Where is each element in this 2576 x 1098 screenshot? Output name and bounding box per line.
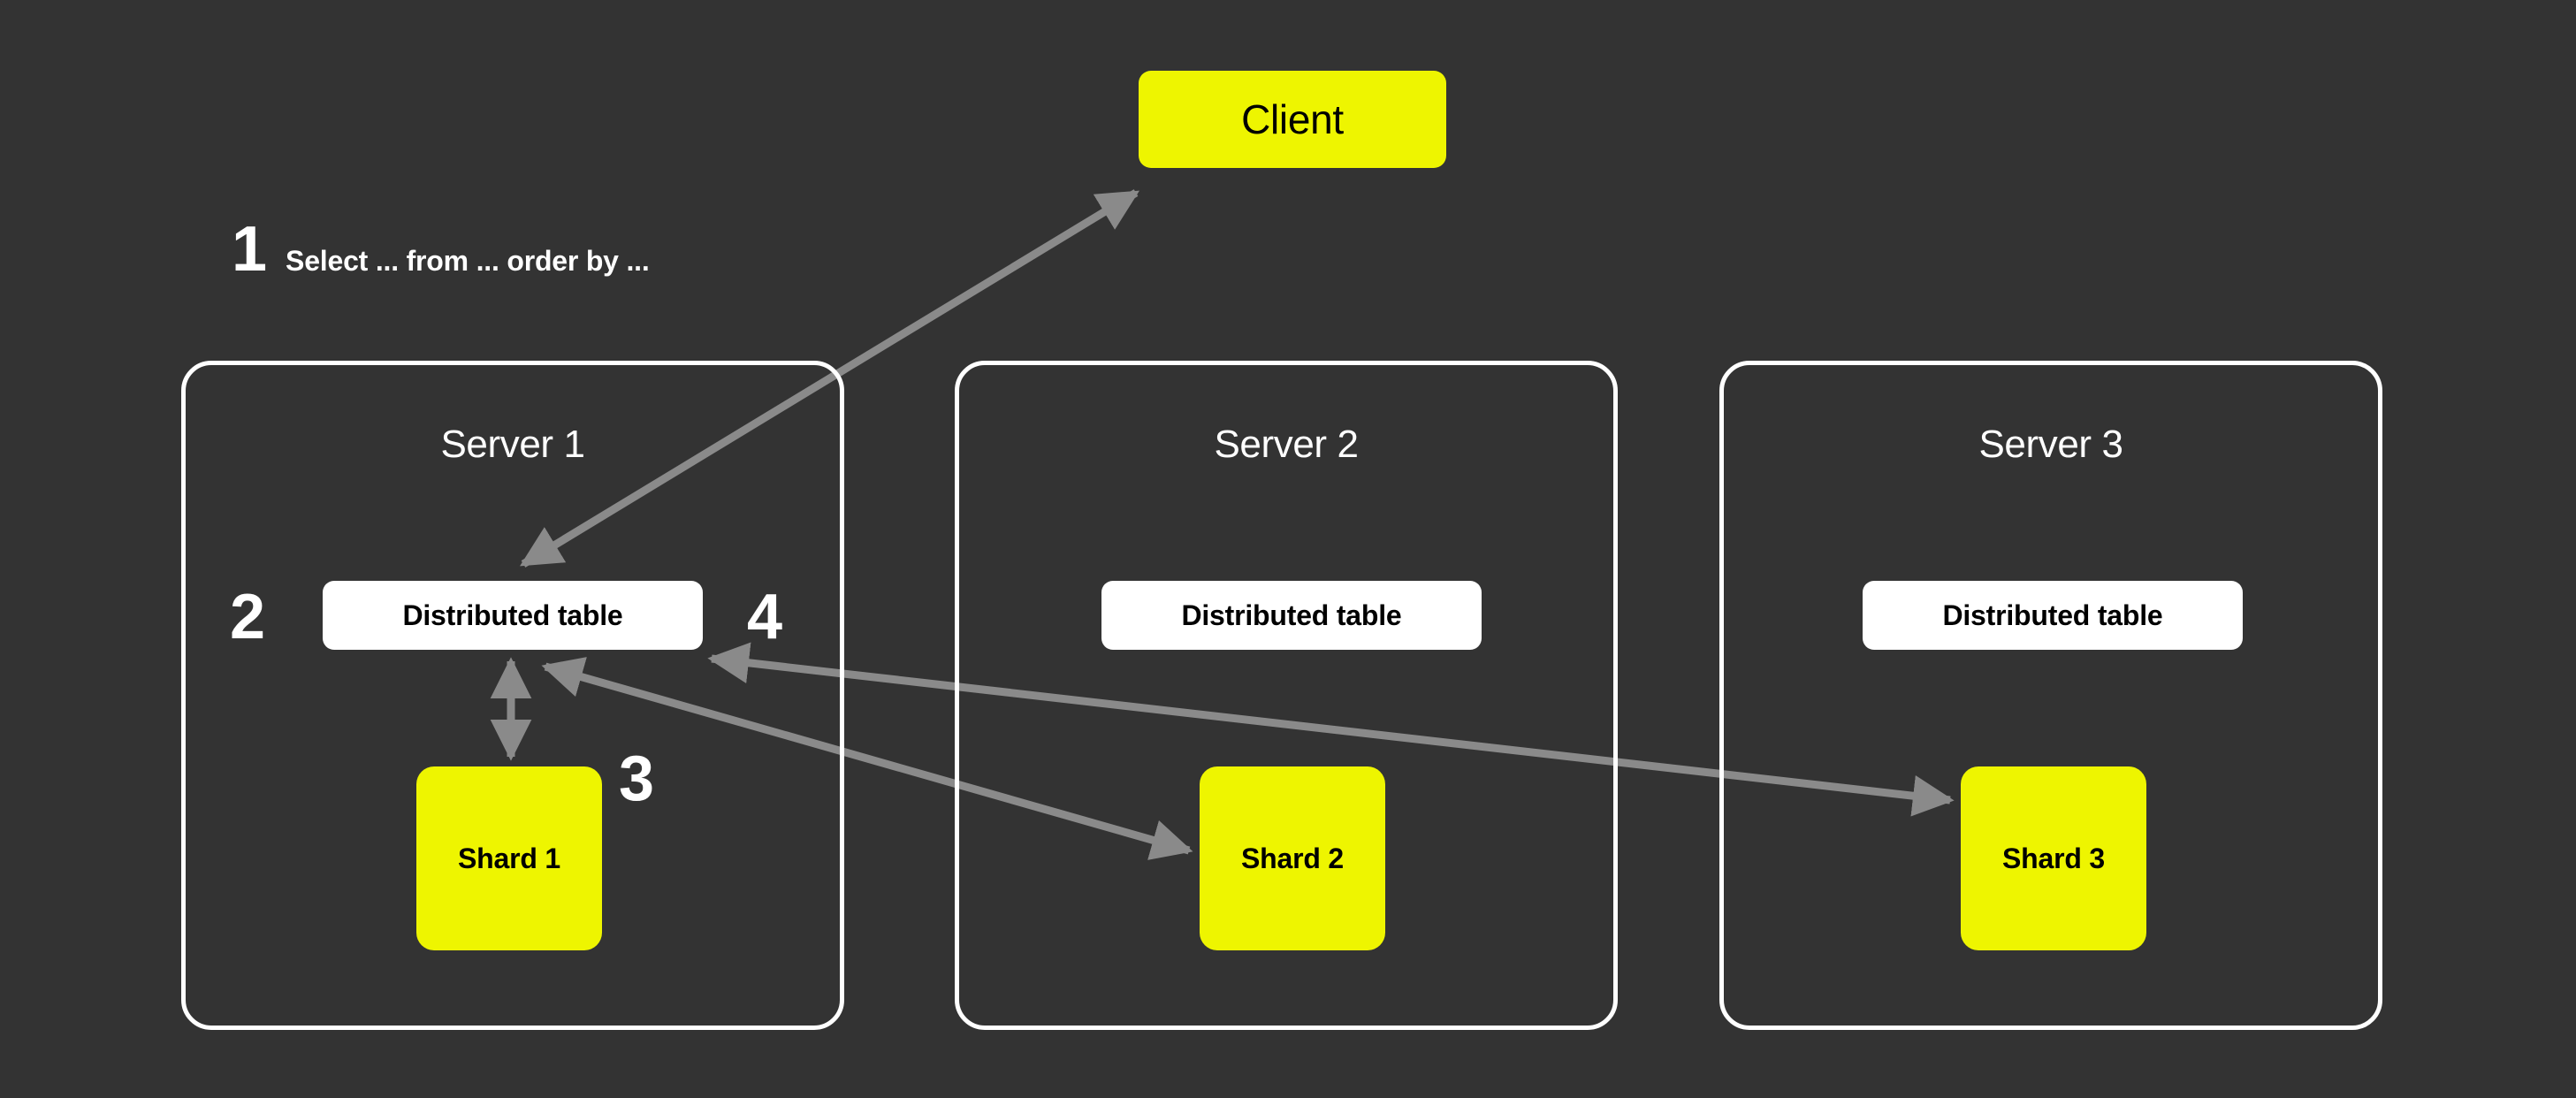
distributed-table-label-3: Distributed table: [1942, 599, 2163, 631]
distributed-table-label-1: Distributed table: [402, 599, 623, 631]
step-1-caption: 1 Select ... from ... order by ...: [232, 217, 650, 281]
server-2-title: Server 2: [1214, 423, 1359, 466]
server-1-title: Server 1: [440, 423, 585, 466]
step-1-query-text: Select ... from ... order by ...: [286, 245, 650, 277]
server-panel-2: Server 2: [955, 361, 1618, 1030]
shard-box-1[interactable]: Shard 1: [416, 766, 602, 950]
step-4-number: 4: [747, 582, 782, 652]
distributed-table-server-3[interactable]: Distributed table: [1863, 581, 2243, 650]
shard-label-2: Shard 2: [1241, 843, 1344, 874]
client-label: Client: [1241, 96, 1344, 142]
server-panel-1: Server 1: [181, 361, 844, 1030]
shard-box-3[interactable]: Shard 3: [1961, 766, 2146, 950]
distributed-table-label-2: Distributed table: [1181, 599, 1402, 631]
server-3-title: Server 3: [1978, 423, 2123, 466]
shard-box-2[interactable]: Shard 2: [1200, 766, 1385, 950]
shard-label-3: Shard 3: [2002, 843, 2105, 874]
distributed-table-server-2[interactable]: Distributed table: [1101, 581, 1482, 650]
server-panel-3: Server 3: [1719, 361, 2382, 1030]
client-node[interactable]: Client: [1139, 71, 1446, 168]
shard-label-1: Shard 1: [458, 843, 560, 874]
step-1-number: 1: [232, 214, 267, 285]
step-2-number: 2: [230, 582, 265, 652]
distributed-table-server-1[interactable]: Distributed table: [323, 581, 703, 650]
step-3-number: 3: [619, 743, 654, 814]
